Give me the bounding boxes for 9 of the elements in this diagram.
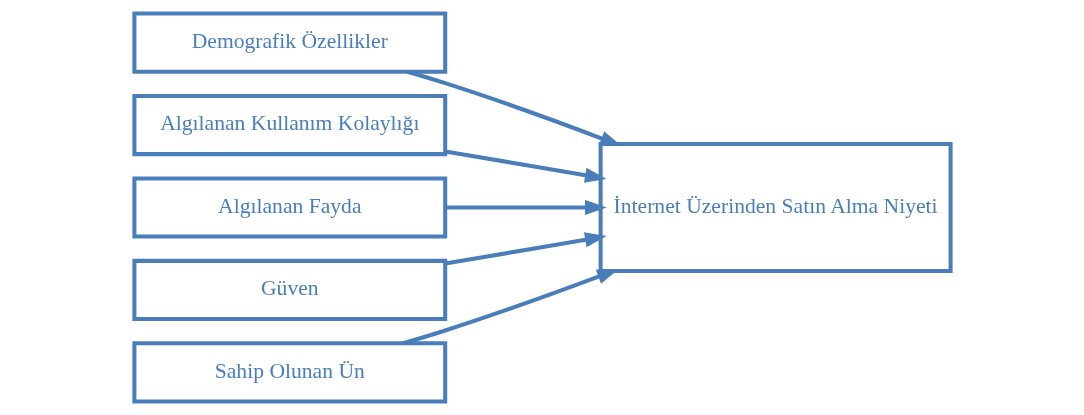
node-box: Güven	[131, 258, 447, 321]
node-box: Algılanan Kullanım Kolaylığı	[131, 94, 447, 157]
node-box: İnternet Üzerinden Satın Alma Niyeti	[598, 141, 953, 274]
node-box: Demografik Özellikler	[131, 11, 447, 74]
arrow	[444, 232, 607, 266]
node-box: Sahip Olunan Ün	[131, 341, 447, 404]
arrow	[444, 149, 607, 183]
node-box: Algılanan Fayda	[131, 176, 447, 239]
arrow	[444, 199, 607, 216]
